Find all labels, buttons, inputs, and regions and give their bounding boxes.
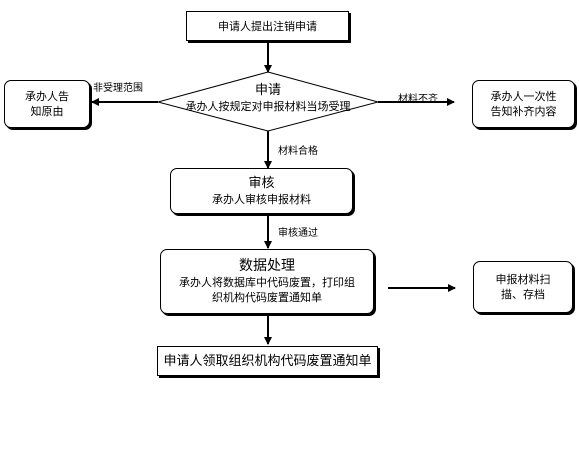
submit-application-text: 申请人提出注销申请 (218, 19, 317, 33)
reject-reason-node: 承办人告 知原由 (4, 80, 90, 128)
label-not-accepted: 非受理范围 (93, 83, 143, 94)
scan-archive-line-2: 描、存档 (501, 288, 545, 301)
data-processing-title: 数据处理 (239, 258, 295, 274)
apply-decision-label: 申请 承办人按规定对申报材料当场受理 (168, 82, 368, 114)
review-title: 审核 (248, 176, 275, 191)
scan-archive-node: 申报材料扫 描、存档 (473, 261, 573, 313)
notify-supplement-line-1: 承办人一次性 (490, 90, 557, 103)
apply-title: 申请 (254, 83, 281, 98)
data-processing-node: 数据处理 承办人将数据库中代码废置，打印组 织机构代码废置通知单 (160, 249, 374, 314)
label-approved: 审核通过 (278, 228, 318, 239)
apply-body: 承办人按规定对申报材料当场受理 (185, 100, 351, 113)
data-processing-line-1: 承办人将数据库中代码废置，打印组 (179, 276, 355, 289)
scan-archive-line-1: 申报材料扫 (495, 273, 551, 286)
receive-notice-node: 申请人领取组织机构代码废置通知单 (157, 346, 378, 376)
label-qualified: 材料合格 (278, 146, 318, 157)
review-node: 审核 承办人审核申报材料 (170, 168, 353, 214)
notify-supplement-line-2: 告知补齐内容 (490, 105, 557, 118)
reject-reason-line-1: 承办人告 (25, 90, 69, 103)
reject-reason-line-2: 知原由 (30, 105, 64, 118)
label-incomplete: 材料不齐 (398, 94, 438, 105)
receive-notice-text: 申请人领取组织机构代码废置通知单 (163, 353, 372, 369)
notify-supplement-node: 承办人一次性 告知补齐内容 (472, 80, 575, 128)
submit-application-node: 申请人提出注销申请 (186, 11, 349, 41)
data-processing-line-2: 织机构代码废置通知单 (212, 291, 322, 304)
review-body: 承办人审核申报材料 (212, 193, 311, 206)
